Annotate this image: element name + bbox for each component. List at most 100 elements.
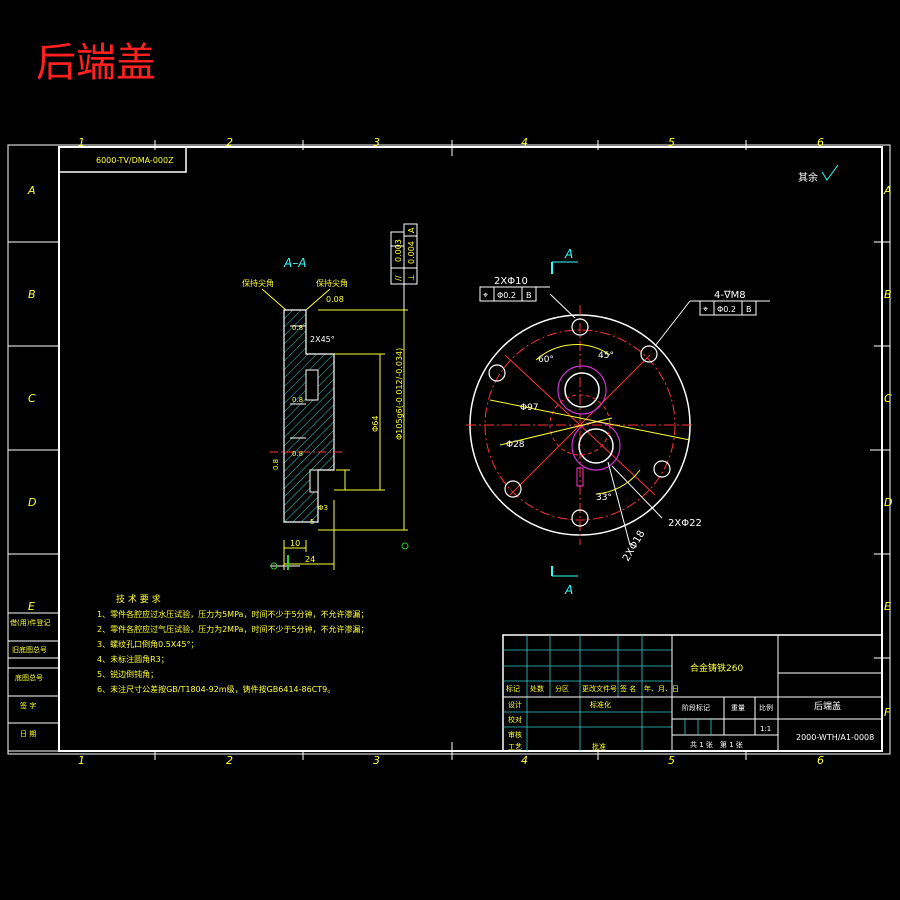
strip-item-borrow: 借(用)件登记 (10, 618, 50, 627)
angle-45: 45° (598, 351, 614, 361)
bolt-hole (640, 345, 658, 363)
dim-5: 5 (310, 518, 314, 526)
fcf-holes-2-sym: ⌖ (483, 291, 488, 301)
zone-row-e: E (28, 600, 35, 613)
zone-col-1-bottom: 1 (78, 754, 85, 767)
zone-row-a-right: A (883, 184, 892, 197)
callout-phi18: 2XΦ18 (621, 529, 647, 564)
bolt-hole (504, 480, 522, 498)
zone-ticks (8, 140, 890, 760)
fcf-holes-2-val: Φ0.2 (497, 291, 516, 300)
roughness-symbol-icon (821, 164, 839, 181)
callout-holes-4: 4-∇M8 (714, 290, 746, 301)
tb-header-zone: 分区 (555, 684, 569, 693)
gdt-row2-ref: A (407, 227, 416, 233)
tech-req-line-4: 4、未标注圆角R3； (97, 654, 169, 664)
zone-col-2-bottom: 2 (226, 754, 233, 767)
bolt-hole (653, 460, 671, 478)
pcd-97: Φ97 (520, 403, 539, 413)
tb-header-mark: 标记 (506, 684, 520, 693)
top-view: 60° 45° Φ97 Φ28 33° 2XΦ10 ⌖ Φ0.2 B 4-∇M8… (466, 247, 770, 597)
tb-weight: 重量 (731, 704, 745, 712)
gdt-row1-value: 0.003 (394, 239, 403, 262)
dim-10: 10 (290, 539, 300, 548)
datum-circle-icon (270, 562, 278, 570)
dim-tol: 0.8 (272, 459, 280, 470)
dim-chamfer: 2X45° (310, 335, 335, 344)
zone-row-d: D (28, 496, 36, 509)
title-block: 合金铸铁260 后端盖 2000-WTH/A1-0008 标记 处数 分区 更改… (502, 634, 883, 752)
fcf-holes-4-sym: ⌖ (703, 305, 708, 315)
gdt-row1-sym: // (394, 275, 403, 281)
tb-role-review: 审核 (508, 730, 522, 739)
zone-row-f-right: F (884, 706, 891, 719)
fcf-holes-4-ref: B (746, 305, 752, 314)
zone-col-3: 3 (373, 136, 380, 149)
zone-col-5-bottom: 5 (668, 754, 675, 767)
tb-scale: 比例 (759, 703, 773, 712)
tb-header-count: 处数 (530, 684, 544, 693)
tb-role-check: 校对 (508, 715, 522, 724)
zone-col-2: 2 (226, 136, 233, 149)
section-callout-left: 保持尖角 (242, 278, 274, 288)
dim-flatness: 0.08 (326, 295, 344, 304)
gdt-row2-sym: ⊥ (407, 274, 416, 281)
zone-col-1: 1 (78, 136, 85, 149)
dim-phi3: Φ3 (318, 504, 328, 512)
tb-material: 合金铸铁260 (690, 662, 743, 674)
tb-drawing-number: 2000-WTH/A1-0008 (796, 733, 874, 742)
strip-item-date: 日 期 (20, 730, 36, 738)
strip-item-sign: 签 字 (20, 701, 36, 710)
bolt-hole (488, 364, 506, 382)
datum-circle-icon-2 (401, 542, 409, 550)
dim-phi64: Φ64 (371, 416, 380, 432)
dim-rough-2: 0.8 (292, 396, 303, 404)
bolt-hole (571, 509, 589, 527)
zone-col-5: 5 (668, 136, 675, 149)
section-callout-right: 保持尖角 (316, 278, 348, 288)
zone-row-d-right: D (884, 496, 892, 509)
gdt-frame-vertical: 0.003 // 0.004 ⊥ A (390, 223, 418, 310)
section-mark-bottom: A (564, 583, 573, 597)
strip-item-base-no: 底图总号 (15, 673, 43, 682)
callout-phi22: 2XΦ22 (668, 518, 702, 529)
tb-role-design: 设计 (508, 700, 522, 709)
drawing-title: 后端盖 (36, 40, 156, 86)
tb-stage: 阶段标记 (682, 703, 710, 712)
section-view: A–A 保持尖角 保持尖角 (242, 223, 418, 570)
dim-rough-1: 0.8 (292, 324, 303, 332)
fcf-holes-4-val: Φ0.2 (717, 305, 736, 314)
tb-std: 标准化 (590, 700, 611, 709)
fcf-holes-4: ⌖ Φ0.2 B (699, 300, 757, 316)
technical-requirements: 技 术 要 求 1、零件各腔应过水压试验，压力为5MPa，时间不少于5分钟，不允… (97, 593, 369, 694)
dim-phi105: Φ105g6(-0.012/-0.034) (395, 348, 404, 440)
zone-row-a: A (27, 184, 36, 197)
zone-col-3-bottom: 3 (373, 754, 380, 767)
drawing-number-box (58, 146, 187, 173)
tb-part-name: 后端盖 (814, 700, 841, 712)
zone-col-6-bottom: 6 (817, 754, 824, 767)
tb-approve: 批准 (592, 742, 606, 751)
section-mark-top: A (564, 247, 573, 261)
tb-header-change: 更改文件号 (582, 684, 617, 693)
bore-upper-outer (557, 365, 607, 415)
zone-col-6: 6 (817, 136, 824, 149)
tech-req-line-1: 1、零件各腔应过水压试验，压力为5MPa，时间不少于5分钟，不允许渗漏； (97, 609, 369, 619)
tech-req-heading: 技 术 要 求 (116, 593, 161, 605)
drawing-number-box-text: 6000-TV/DMA-000Z (96, 156, 174, 165)
tech-req-line-2: 2、零件各腔应过气压试验，压力为2MPa，时间不少于5分钟，不允许渗漏； (97, 624, 369, 634)
tb-sheets: 共 1 张 第 1 张 (690, 740, 743, 749)
callout-holes-2: 2XΦ10 (494, 276, 528, 287)
dim-rough-3: 0.8 (292, 450, 303, 458)
dim-24: 24 (305, 555, 315, 564)
tb-scale-value: 1:1 (760, 725, 771, 733)
zone-row-c-right: C (884, 392, 892, 405)
tb-header-date: 年、月、日 (644, 684, 679, 693)
fcf-holes-2: ⌖ Φ0.2 B (479, 286, 537, 302)
tech-req-line-6: 6、未注尺寸公差按GB/T1804-92m级，铸件按GB6414-86CT9。 (97, 684, 335, 694)
tb-role-process: 工艺 (508, 743, 522, 751)
zone-row-b-right: B (884, 288, 892, 301)
bolt-hole (571, 318, 589, 336)
phi-28: Φ28 (506, 440, 525, 450)
zone-row-c: C (28, 392, 36, 405)
